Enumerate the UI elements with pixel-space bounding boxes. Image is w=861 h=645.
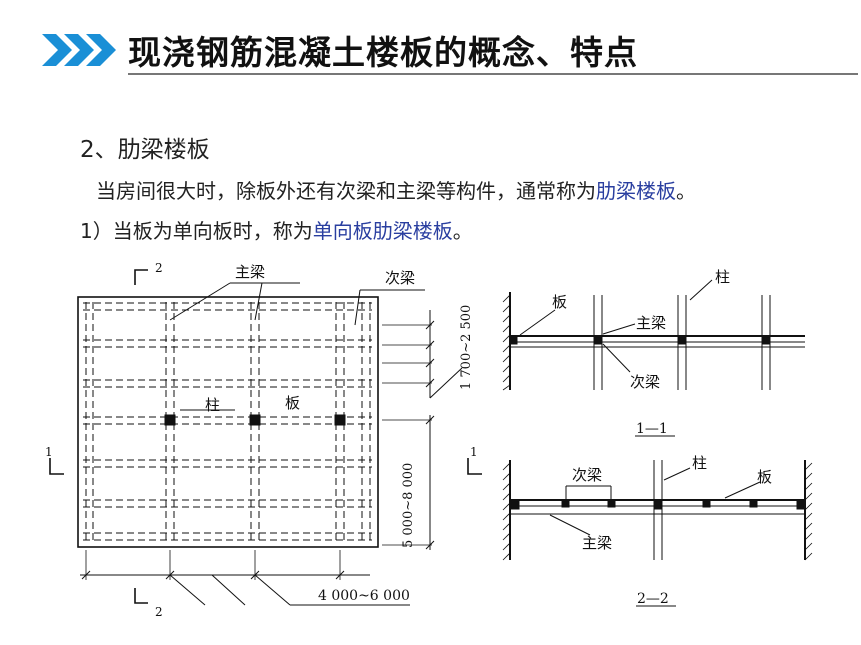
s1-column-label: 柱 xyxy=(715,268,730,286)
s2-main-beam-label: 主梁 xyxy=(582,534,612,552)
paragraph-2-end: 。 xyxy=(452,219,473,243)
section-1-left-marker: 1 xyxy=(45,445,53,459)
double-chevron-icon xyxy=(42,34,116,66)
plan-column-2 xyxy=(249,414,261,426)
section-2-bottom-marker: 2 xyxy=(155,605,163,619)
section-1-right-marker: 1 xyxy=(470,445,478,459)
dim-main-span: 5 000~8 000 xyxy=(401,463,416,548)
s2-secondary-beam-label: 次梁 xyxy=(572,466,602,484)
section-2-top-marker: 2 xyxy=(155,261,163,275)
paragraph-1-end: 。 xyxy=(676,179,696,203)
paragraph-1-highlight: 肋梁楼板 xyxy=(596,179,676,203)
plan-slab-label: 板 xyxy=(285,394,300,412)
plan-column-3 xyxy=(334,414,346,426)
s2-slab-label: 板 xyxy=(757,468,772,486)
title-divider xyxy=(128,73,858,75)
plan-secondary-beam-label: 次梁 xyxy=(385,269,415,287)
floor-diagram: 主梁 次梁 柱 板 2 2 1 1 4 000~6 000 1 700~2 50… xyxy=(45,261,813,619)
plan-view xyxy=(49,269,482,606)
s1-main-beam-label: 主梁 xyxy=(636,314,666,332)
paragraph-2-text: 1）当板为单向板时，称为 xyxy=(80,219,313,243)
section-1-1-view xyxy=(502,279,805,437)
section-1-1-labels: 板 主梁 次梁 柱 1—1 xyxy=(552,268,730,437)
s1-slab-label: 板 xyxy=(552,293,567,311)
section-2-2-title: 2—2 xyxy=(637,591,669,607)
page-title: 现浇钢筋混凝土楼板的概念、特点 xyxy=(128,33,638,72)
paragraph-1: 当房间很大时，除板外还有次梁和主梁等构件，通常称为肋梁楼板。 xyxy=(96,175,696,204)
plan-main-beam-label: 主梁 xyxy=(235,263,265,281)
s2-column-label: 柱 xyxy=(692,454,707,472)
section-2-2-labels: 次梁 柱 板 主梁 2—2 xyxy=(572,454,772,607)
plan-labels: 主梁 次梁 柱 板 2 2 1 1 4 000~6 000 1 700~2 50… xyxy=(45,261,478,619)
plan-column-1 xyxy=(164,414,176,426)
dim-secondary-spacing: 1 700~2 500 xyxy=(459,305,474,390)
paragraph-1-text: 当房间很大时，除板外还有次梁和主梁等构件，通常称为 xyxy=(96,179,596,203)
s1-secondary-beam-label: 次梁 xyxy=(630,373,660,391)
section-heading: 2、肋梁楼板 xyxy=(80,137,210,163)
plan-column-label: 柱 xyxy=(205,396,220,414)
paragraph-2-highlight: 单向板肋梁楼板 xyxy=(312,219,453,243)
paragraph-2: 1）当板为单向板时，称为单向板肋梁楼板。 xyxy=(80,215,473,244)
dim-column-spacing: 4 000~6 000 xyxy=(318,588,410,604)
section-1-1-title: 1—1 xyxy=(636,421,668,437)
section-2-2-view xyxy=(502,460,813,607)
